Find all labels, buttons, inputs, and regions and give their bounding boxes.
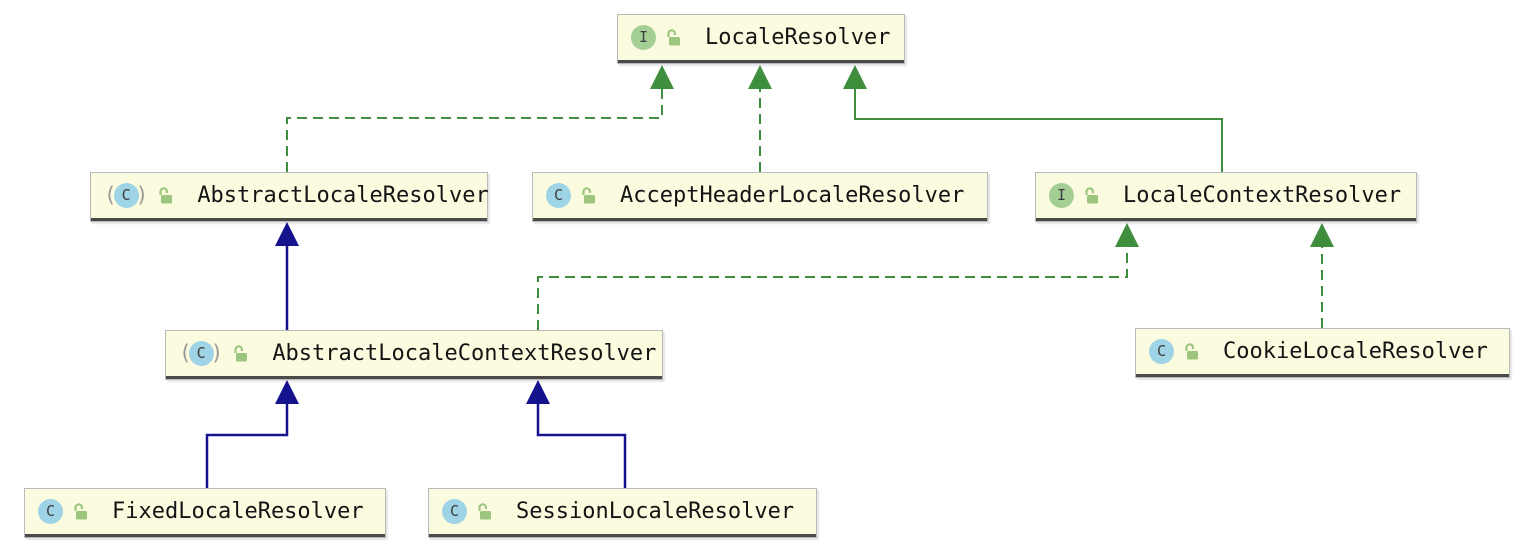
class-icon: C xyxy=(38,499,63,524)
abstract-class-icon: ( C ) xyxy=(179,341,223,366)
abstract-paren: ) xyxy=(210,341,224,365)
interface-icon: I xyxy=(631,25,656,50)
edge-cookielocaleresolver-implements-localecontextresolver xyxy=(1310,223,1334,328)
node-locale-resolver[interactable]: I LocaleResolver xyxy=(617,14,905,64)
public-unlocked-icon xyxy=(474,502,494,522)
abstract-class-icon: ( C ) xyxy=(104,183,148,208)
public-unlocked-icon xyxy=(663,28,683,48)
interface-icon: I xyxy=(1049,183,1074,208)
class-icon-letter: C xyxy=(442,499,467,524)
public-unlocked-icon xyxy=(155,186,175,206)
class-name-label: CookieLocaleResolver xyxy=(1223,339,1488,364)
edge-abstractlocalecontextresolver-extends-abstractlocaleresolver xyxy=(275,222,299,330)
class-name-label: AcceptHeaderLocaleResolver xyxy=(620,183,965,208)
node-cookie-locale-resolver[interactable]: C CookieLocaleResolver xyxy=(1135,328,1510,378)
class-icon-letter: C xyxy=(38,499,63,524)
edge-abstractlocaleresolver-implements-localeresolver xyxy=(286,65,674,172)
public-unlocked-icon xyxy=(230,344,250,364)
public-unlocked-icon xyxy=(1081,186,1101,206)
class-icon-letter: C xyxy=(546,183,571,208)
edge-abstractlocalecontextresolver-implements-localecontextresolver xyxy=(537,223,1139,330)
class-name-label: LocaleResolver xyxy=(705,25,891,50)
abstract-paren: ( xyxy=(104,183,117,207)
abstract-paren: ( xyxy=(179,341,192,365)
node-session-locale-resolver[interactable]: C SessionLocaleResolver xyxy=(428,488,817,538)
interface-icon-letter: I xyxy=(1049,183,1074,208)
node-abstract-locale-resolver[interactable]: ( C ) AbstractLocaleResolver xyxy=(90,172,489,222)
class-icon: C xyxy=(1149,339,1174,364)
public-unlocked-icon xyxy=(70,502,90,522)
abstract-paren: ) xyxy=(135,183,149,207)
class-name-label: FixedLocaleResolver xyxy=(112,499,364,524)
edge-sessionlocaleresolver-extends-abstractlocalecontextresolver xyxy=(526,380,627,488)
class-icon-letter: C xyxy=(113,183,139,208)
class-icon-letter: C xyxy=(188,341,214,366)
interface-icon-letter: I xyxy=(631,25,656,50)
node-abstract-locale-context-resolver[interactable]: ( C ) AbstractLocaleContextResolver xyxy=(165,330,663,380)
class-name-label: AbstractLocaleContextResolver xyxy=(272,341,657,366)
class-icon-letter: C xyxy=(1149,339,1174,364)
node-accept-header-locale-resolver[interactable]: C AcceptHeaderLocaleResolver xyxy=(532,172,988,222)
edge-fixedlocaleresolver-extends-abstractlocalecontextresolver xyxy=(205,380,299,488)
public-unlocked-icon xyxy=(1181,342,1201,362)
class-icon: C xyxy=(442,499,467,524)
edge-acceptheaderlocaleresolver-implements-localeresolver xyxy=(748,65,772,172)
class-name-label: LocaleContextResolver xyxy=(1123,183,1402,208)
class-name-label: SessionLocaleResolver xyxy=(516,499,795,524)
public-unlocked-icon xyxy=(578,186,598,206)
node-locale-context-resolver[interactable]: I LocaleContextResolver xyxy=(1035,172,1417,222)
class-icon: C xyxy=(546,183,571,208)
node-fixed-locale-resolver[interactable]: C FixedLocaleResolver xyxy=(24,488,386,538)
edge-localecontextresolver-extends-localeresolver xyxy=(843,65,1223,172)
class-name-label: AbstractLocaleResolver xyxy=(197,183,489,208)
